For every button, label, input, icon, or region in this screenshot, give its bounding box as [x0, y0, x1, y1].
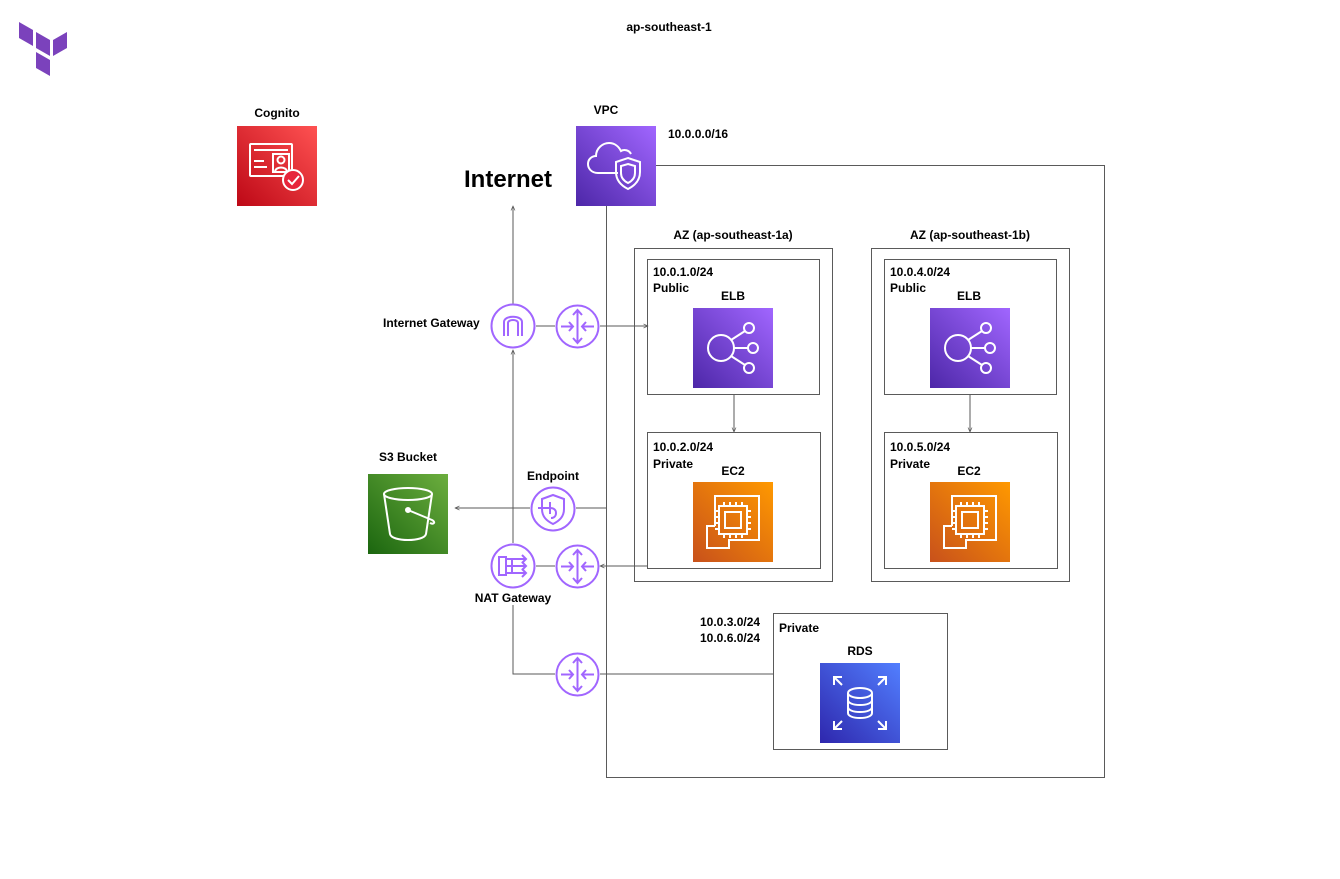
nat-gateway-label: NAT Gateway [474, 591, 552, 605]
az-a-private-cidr: 10.0.2.0/24 [653, 440, 714, 454]
az-b-private-type: Private [890, 457, 931, 471]
internet-gateway-label: Internet Gateway [383, 316, 480, 330]
az-b-ec2-label: EC2 [957, 464, 981, 478]
cognito-icon [237, 126, 317, 206]
terraform-logo-icon [19, 22, 67, 76]
az-a-ec2-label: EC2 [721, 464, 745, 478]
s3-bucket-icon [368, 474, 448, 554]
s3-label: S3 Bucket [378, 450, 438, 464]
az-b-elb-label: ELB [957, 289, 981, 303]
az-a-box [634, 248, 833, 582]
vpc-boundary [606, 165, 1105, 778]
route-table-icon [555, 652, 600, 697]
cognito-label: Cognito [254, 106, 300, 120]
endpoint-label: Endpoint [527, 469, 579, 483]
vpc-cloud-shield-icon [576, 126, 656, 206]
az-a-public-cidr: 10.0.1.0/24 [653, 265, 714, 279]
region-label: ap-southeast-1 [626, 20, 712, 34]
ec2-icon [930, 482, 1010, 562]
ec2-icon [693, 482, 773, 562]
elb-icon [930, 308, 1010, 388]
nat-to-db-router-line [512, 605, 555, 675]
internet-gateway-icon [490, 303, 536, 349]
az-b-public-subnet [884, 259, 1057, 395]
az-b-public-cidr: 10.0.4.0/24 [890, 265, 951, 279]
az-a-public-type: Public [653, 281, 690, 295]
db-subnet-type: Private [779, 621, 820, 635]
az-b-public-type: Public [890, 281, 927, 295]
az-a-elb-label: ELB [721, 289, 745, 303]
db-private-subnet [773, 613, 948, 750]
az-a-private-subnet [647, 432, 821, 569]
az-b-private-cidr: 10.0.5.0/24 [890, 440, 951, 454]
az-a-private-type: Private [653, 457, 694, 471]
az-b-label: AZ (ap-southeast-1b) [910, 228, 1030, 242]
endpoint-icon [530, 486, 576, 532]
vpc-cidr-label: 10.0.0.0/16 [668, 127, 729, 141]
vpc-label: VPC [593, 103, 619, 117]
db-subnet-cidr-2: 10.0.6.0/24 [700, 631, 761, 645]
az-b-box [871, 248, 1070, 582]
rds-label: RDS [847, 644, 873, 658]
route-table-icon [555, 304, 600, 349]
rds-icon [820, 663, 900, 743]
nat-gateway-icon [490, 543, 536, 589]
internet-label: Internet [464, 166, 553, 193]
az-a-public-subnet [647, 259, 820, 395]
db-subnet-cidr-1: 10.0.3.0/24 [700, 615, 761, 629]
az-a-label: AZ (ap-southeast-1a) [673, 228, 793, 242]
route-table-icon [555, 544, 600, 589]
elb-icon [693, 308, 773, 388]
az-b-private-subnet [884, 432, 1058, 569]
